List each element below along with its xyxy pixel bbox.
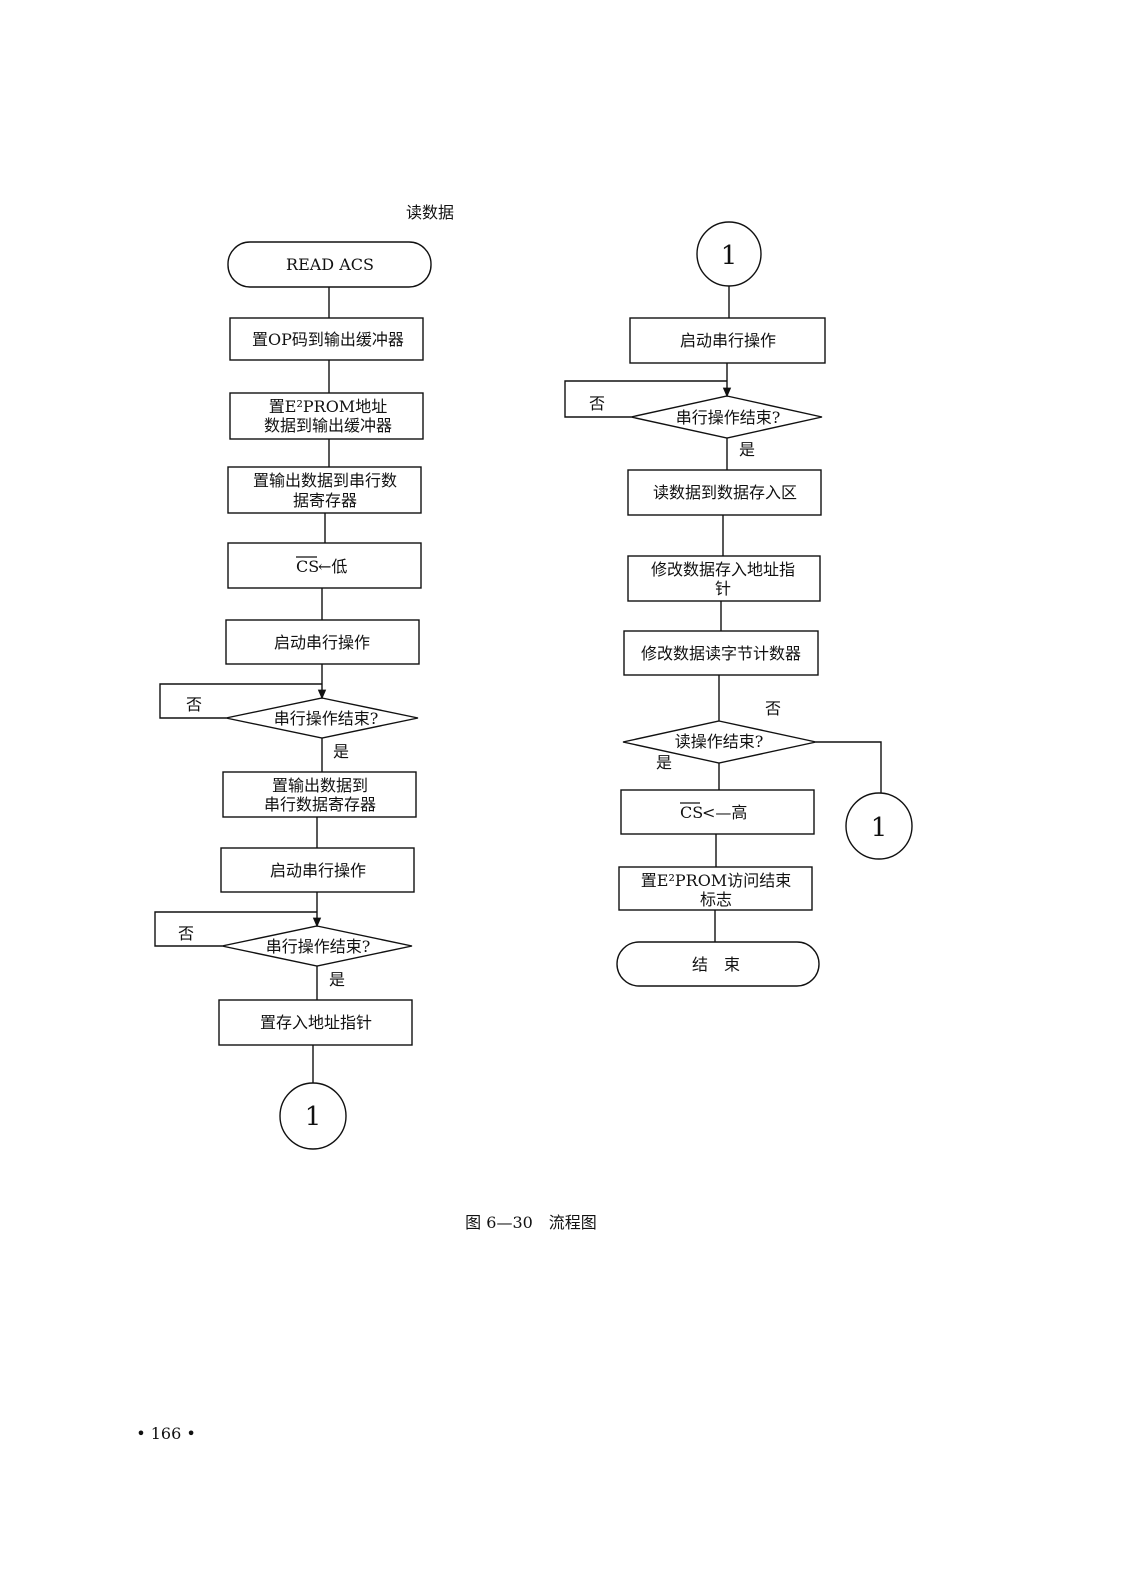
decision-serial-done-1-label: 串行操作结束? [274, 709, 379, 728]
figure-caption: 图 6—30 流程图 [465, 1213, 597, 1232]
r-step-cs-high-box [620, 789, 815, 835]
r-decision-1-no-label: 否 [589, 394, 605, 413]
connector-out-label: 1 [305, 1102, 322, 1132]
loop-back-line-1 [159, 683, 322, 719]
step-set-address-label-2: 数据到输出缓冲器 [264, 416, 392, 435]
decision-2-yes-label: 是 [329, 970, 345, 989]
r-decision-1-yes-label: 是 [739, 440, 755, 459]
r-step-set-end-flag-label-2: 标志 [700, 890, 732, 909]
connector-loop-label: 1 [871, 813, 888, 843]
right-flow [564, 221, 913, 987]
decision-serial-done-2-label: 串行操作结束? [266, 937, 371, 956]
step-set-pointer-label: 置存入地址指针 [260, 1013, 372, 1032]
r-step-set-end-flag-label-1: 置E²PROM访问结束 [641, 871, 791, 890]
r-step-modify-counter-label: 修改数据读字节计数器 [641, 644, 801, 663]
r-step-cs-signal-label: CS [680, 803, 703, 822]
r-decision-serial-done-label: 串行操作结束? [676, 408, 781, 427]
step-output-data-label-1: 置输出数据到串行数 [253, 471, 397, 490]
r-step-modify-counter-box [623, 630, 819, 676]
r-decision-2-yes-label: 是 [656, 753, 672, 772]
step-set-opcode-box [229, 317, 424, 361]
r-decision-2-no-label: 否 [765, 699, 781, 718]
step-set-opcode-label: 置OP码到输出缓冲器 [252, 330, 404, 349]
diagram-title: 读数据 [406, 203, 454, 222]
step-cs-low-label: ←低 [318, 557, 347, 576]
step-output-data-2-label-2: 串行数据寄存器 [264, 795, 376, 814]
step-set-pointer-box [218, 999, 413, 1046]
r-step-modify-pointer-label-1: 修改数据存入地址指 [651, 560, 795, 579]
decision-1-yes-label: 是 [333, 742, 349, 761]
connector-out-circle [279, 1082, 347, 1150]
r-step-start-serial-label: 启动串行操作 [680, 331, 776, 350]
connector-in-label: 1 [721, 241, 738, 271]
r-step-read-data-box [627, 469, 822, 516]
end-terminator [616, 941, 820, 987]
r-step-modify-pointer-label-2: 针 [715, 579, 731, 598]
decision-1-no-label: 否 [186, 695, 202, 714]
step-cs-low-box [227, 542, 422, 589]
step-output-data-label-2: 据寄存器 [293, 491, 357, 510]
left-flow-labels: READ ACS 置OP码到输出缓冲器 置E²PROM地址 数据到输出缓冲器 置… [178, 255, 404, 1132]
step-set-address-label-1: 置E²PROM地址 [269, 397, 387, 416]
start-label: READ ACS [286, 255, 374, 274]
r-step-read-data-label: 读数据到数据存入区 [653, 483, 797, 502]
r-step-cs-high-label: <—高 [702, 803, 747, 822]
end-label: 结 束 [692, 955, 740, 974]
right-flow-labels: 1 启动串行操作 串行操作结束? 否 是 读数据到数据存入区 修改数据存入地址指… [589, 241, 887, 974]
r-step-modify-pointer-box [627, 555, 821, 602]
decision-2-no-label: 否 [178, 924, 194, 943]
r-loop-back-line [564, 380, 727, 418]
r-no-branch-line [816, 741, 882, 793]
step-cs-signal-label: CS [296, 557, 319, 576]
connector-loop-circle [845, 792, 913, 860]
left-flow [154, 241, 432, 1150]
step-start-serial-2-label: 启动串行操作 [270, 861, 366, 880]
page-number: • 166 • [136, 1424, 196, 1443]
step-start-serial-label: 启动串行操作 [274, 633, 370, 652]
step-output-data-2-box [222, 771, 417, 818]
loop-back-line-2 [154, 911, 317, 947]
step-set-address-box [229, 392, 424, 440]
step-output-data-2-label-1: 置输出数据到 [272, 776, 368, 795]
r-decision-read-done-label: 读操作结束? [675, 732, 764, 751]
